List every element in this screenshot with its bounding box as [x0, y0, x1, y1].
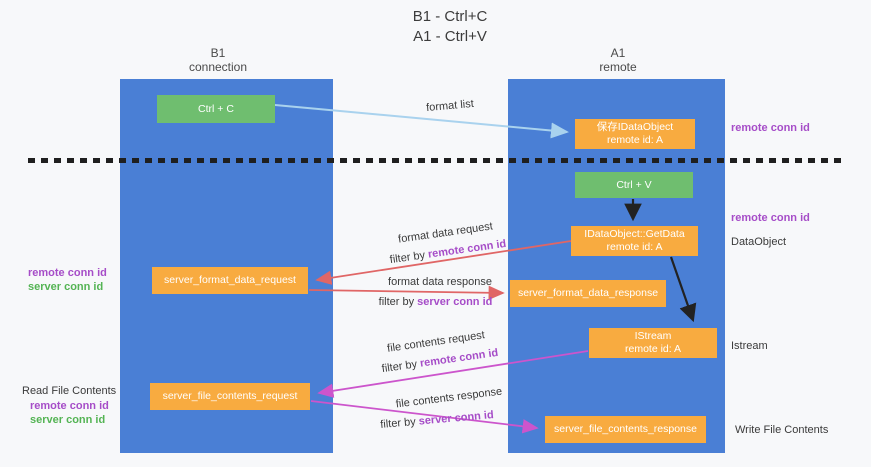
- filter-key-remote-conn-id: remote conn id: [419, 346, 499, 370]
- lane-header-b1: B1 connection: [158, 46, 278, 74]
- edge-label-file-contents-response: file contents response: [395, 385, 503, 411]
- edge-label-filter-server-1: filter by server conn id: [373, 296, 498, 308]
- node-save-idataobject: 保存IDataObject remote id: A: [575, 119, 695, 149]
- node-server-file-contents-request: server_file_contents_request: [150, 383, 310, 410]
- dashed-divider: [28, 158, 846, 163]
- left-server-conn-id-label: server conn id: [28, 281, 104, 293]
- filter-prefix: filter by: [378, 296, 418, 308]
- diagram-title: B1 - Ctrl+C A1 - Ctrl+V: [330, 7, 570, 47]
- filter-prefix: filter by: [389, 248, 429, 267]
- node-server-format-data-request: server_format_data_request: [152, 267, 308, 294]
- arrow-format-data-response: [308, 285, 505, 300]
- node-server-format-data-request-label: server_format_data_request: [164, 274, 296, 286]
- edge-label-format-data-response: format data response: [388, 276, 492, 288]
- node-ctrl-v: Ctrl + V: [575, 172, 693, 198]
- dataobject-label: DataObject: [731, 236, 787, 248]
- left-server-conn-id-label: server conn id: [30, 414, 106, 426]
- node-save-idataobject-line1: 保存IDataObject: [596, 121, 674, 133]
- node-idataobject-getdata-line2: remote id: A: [606, 241, 663, 253]
- read-file-contents-label: Read File Contents: [22, 385, 117, 397]
- node-save-idataobject-line2: remote id: A: [606, 134, 664, 146]
- node-idataobject-getdata: IDataObject::GetData remote id: A: [571, 226, 698, 256]
- left-remote-conn-id-label: remote conn id: [30, 400, 109, 412]
- edge-label-filter-server-2: filter by server conn id: [373, 408, 502, 431]
- node-ctrl-v-label: Ctrl + V: [616, 178, 652, 191]
- node-istream-line1: IStream: [634, 330, 672, 342]
- node-server-file-contents-request-label: server_file_contents_request: [162, 390, 298, 402]
- lane-header-a1: A1 remote: [558, 46, 678, 74]
- write-file-contents-label: Write File Contents: [735, 424, 829, 436]
- edge-label-format-list: format list: [425, 97, 475, 115]
- left-format-conn-ids: remote conn id server conn id: [28, 266, 107, 294]
- node-ctrl-c-label: Ctrl + C: [198, 102, 234, 115]
- lane-a1-name: A1: [610, 46, 626, 60]
- lane-a1-role: remote: [599, 60, 637, 74]
- filter-key-remote-conn-id: remote conn id: [427, 237, 507, 261]
- diagram-title-line2: A1 - Ctrl+V: [413, 28, 487, 45]
- filter-prefix: filter by: [379, 415, 420, 431]
- right-remote-conn-id-top: remote conn id: [731, 122, 810, 134]
- filter-key-server-conn-id: server conn id: [417, 296, 493, 308]
- filter-key-server-conn-id: server conn id: [418, 409, 495, 428]
- right-remote-conn-id-mid: remote conn id: [731, 212, 810, 224]
- node-server-format-data-response-label: server_format_data_response: [517, 287, 659, 299]
- istream-label: Istream: [731, 340, 768, 352]
- node-istream-line2: remote id: A: [624, 343, 682, 355]
- node-ctrl-c: Ctrl + C: [157, 95, 275, 123]
- diagram-title-line1: B1 - Ctrl+C: [412, 8, 488, 25]
- left-remote-conn-id-label: remote conn id: [28, 267, 107, 279]
- node-server-format-data-response: server_format_data_response: [510, 280, 666, 307]
- node-idataobject-getdata-line1: IDataObject::GetData: [584, 228, 685, 240]
- node-istream: IStream remote id: A: [589, 328, 717, 358]
- filter-prefix: filter by: [381, 357, 421, 376]
- lane-b1-name: B1: [210, 46, 226, 60]
- node-server-file-contents-response: server_file_contents_response: [545, 416, 706, 443]
- node-server-file-contents-response-label: server_file_contents_response: [553, 423, 697, 435]
- lane-b1-role: connection: [188, 60, 248, 74]
- left-file-conn-ids: remote conn id server conn id: [30, 399, 109, 427]
